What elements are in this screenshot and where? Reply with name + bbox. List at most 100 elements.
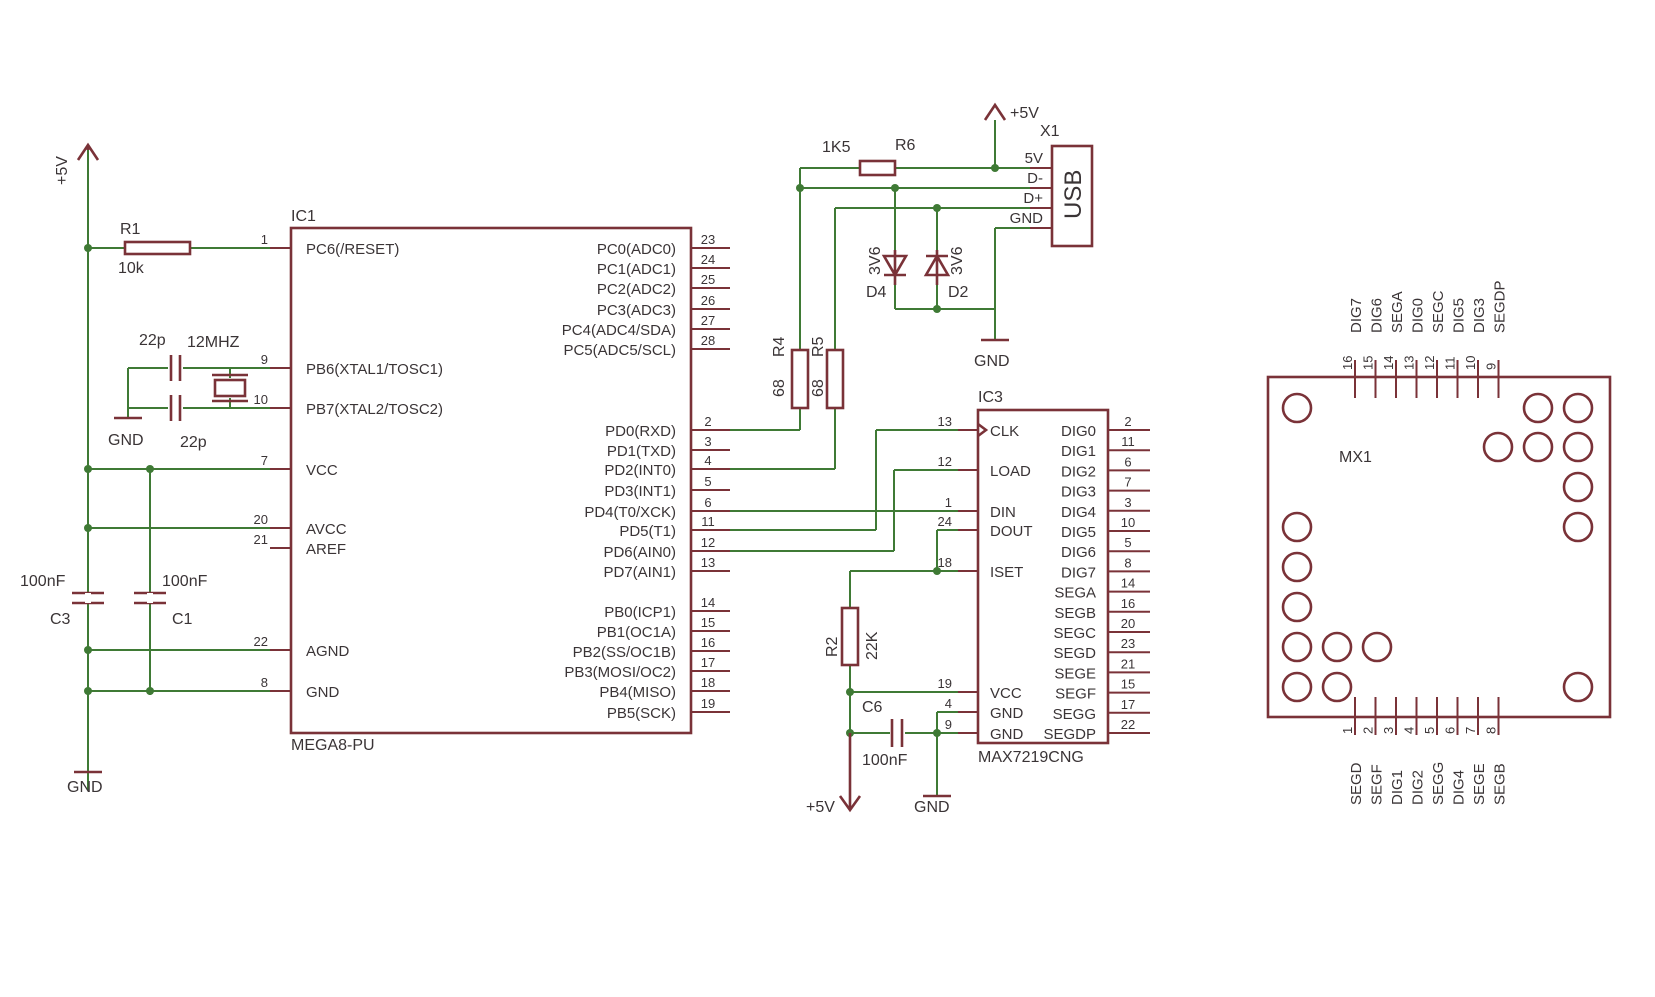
ic1-pin-name: PB3(MOSI/OC2) xyxy=(564,664,676,681)
usb-connector-x1: X1 5V D- D+ GND USB xyxy=(1010,123,1094,248)
resistor-r1: R1 10k xyxy=(118,221,192,277)
mx1-pin-name: SEGDP xyxy=(1492,280,1509,333)
ic1-pin-number: 25 xyxy=(701,272,715,287)
gnd-label-left: GND xyxy=(67,779,103,796)
mx1-pin-name: DIG4 xyxy=(1451,770,1468,805)
mx1-pin-name: SEGC xyxy=(1430,290,1447,333)
mx1-pin-number: 7 xyxy=(1463,727,1478,734)
ic3-pin-number: 17 xyxy=(1121,697,1135,712)
ic1-pin-number: 17 xyxy=(701,655,715,670)
ic1-pin-number: 27 xyxy=(701,313,715,328)
r5-value: 68 xyxy=(810,379,827,397)
ic3-pin-name: GND xyxy=(990,705,1024,722)
mx1-pins: 16DIG715DIG614SEGA13DIG012SEGC11DIG510DI… xyxy=(1340,280,1509,805)
ic3-pin-name: LOAD xyxy=(990,463,1031,480)
mx1-pin-number: 6 xyxy=(1443,727,1458,734)
matrix-mx1: MX1 16DIG715DIG614SEGA13DIG012SEGC11DIG5… xyxy=(1266,280,1612,805)
r6-value: 1K5 xyxy=(822,139,851,156)
d4-name: D4 xyxy=(866,284,887,301)
ic1-pin-name: PD0(RXD) xyxy=(605,423,676,440)
ic3-pin-number: 11 xyxy=(1121,434,1135,449)
d2-name: D2 xyxy=(948,284,969,301)
gnd-label-max: GND xyxy=(914,799,950,816)
ic1-pin-number: 23 xyxy=(701,232,715,247)
ic1-pin-name: PC3(ADC3) xyxy=(597,302,676,319)
mx1-pin-name: SEGD xyxy=(1348,762,1365,805)
mx1-pin-number: 4 xyxy=(1402,727,1417,734)
ic3-pin-name: ISET xyxy=(990,564,1023,581)
mx1-pin-name: SEGA xyxy=(1389,291,1406,333)
ic3-pin-name: DIG5 xyxy=(1061,524,1096,541)
r2-name: R2 xyxy=(824,636,841,657)
mx1-pin-name: SEGE xyxy=(1471,763,1488,805)
ic3-pin-number: 3 xyxy=(1124,495,1131,510)
c6-value: 100nF xyxy=(862,752,908,769)
ic3-pin-number: 13 xyxy=(938,414,952,429)
ic1-pin-number: 11 xyxy=(701,514,715,529)
ic3-pin-name: SEGB xyxy=(1054,605,1096,622)
ic3-pin-number: 21 xyxy=(1121,656,1135,671)
capacitor-c6: C6 100nF xyxy=(862,699,908,769)
ic3-pin-name: DOUT xyxy=(990,523,1033,540)
mx1-pin-number: 2 xyxy=(1361,727,1376,734)
ic3-name: IC3 xyxy=(978,389,1003,406)
ic1-pins: 1PC6(/RESET)9PB6(XTAL1/TOSC1)10PB7(XTAL2… xyxy=(254,232,730,722)
ic1-pin-name: GND xyxy=(306,684,340,701)
diode-d4: 3V6 D4 xyxy=(866,246,909,301)
mx1-pin-name: DIG1 xyxy=(1389,770,1406,805)
ic3-pin-name: SEGD xyxy=(1053,645,1096,662)
mx1-pin-name: DIG2 xyxy=(1410,770,1427,805)
ic1-pin-name: PD2(INT0) xyxy=(604,462,676,479)
ic1-name: IC1 xyxy=(291,208,316,225)
resistor-r6: 1K5 R6 xyxy=(822,137,916,177)
r2-value: 22K xyxy=(864,631,881,660)
gnd-symbol-max: GND xyxy=(914,794,951,816)
ic1-pin-name: PD5(T1) xyxy=(619,523,676,540)
mx1-pin-number: 14 xyxy=(1381,356,1396,370)
cx1-value: 22p xyxy=(139,332,166,349)
cx2-value: 22p xyxy=(180,434,207,451)
ic1-pin-number: 28 xyxy=(701,333,715,348)
ic1-pin-number: 16 xyxy=(701,635,715,650)
usb-pin-5v: 5V xyxy=(1025,150,1043,167)
ic1-pin-number: 20 xyxy=(254,512,268,527)
ic3-pin-name: SEGDP xyxy=(1043,726,1096,743)
ic3-pin-number: 7 xyxy=(1124,475,1131,490)
ic1-pin-name: PD3(INT1) xyxy=(604,483,676,500)
mx1-pin-name: DIG0 xyxy=(1410,298,1427,333)
ic1-pin-number: 6 xyxy=(704,495,711,510)
ic1-pin-number: 10 xyxy=(254,392,268,407)
ic1-pin-name: PC6(/RESET) xyxy=(306,241,399,258)
ic1-pin-name: PC4(ADC4/SDA) xyxy=(562,322,676,339)
gnd-symbol-usb: GND xyxy=(974,338,1010,370)
ic3-pin-number: 23 xyxy=(1121,636,1135,651)
d4-value: 3V6 xyxy=(867,246,884,275)
ic1-pin-name: PD1(TXD) xyxy=(607,443,676,460)
vcc-label-usb: +5V xyxy=(1010,105,1039,122)
mx1-pin-number: 11 xyxy=(1443,357,1458,371)
r5-name: R5 xyxy=(810,336,827,357)
r1-name: R1 xyxy=(120,221,141,238)
mx1-pin-name: SEGF xyxy=(1369,764,1386,805)
usb-body-label: USB xyxy=(1060,170,1087,219)
ic1-pin-number: 19 xyxy=(701,696,715,711)
ic3-pin-number: 24 xyxy=(938,514,952,529)
gnd-label-crystal: GND xyxy=(108,432,144,449)
wires xyxy=(87,120,1052,796)
capacitor-c1: 100nF C1 xyxy=(134,573,208,628)
ic1-pin-number: 3 xyxy=(704,434,711,449)
diode-d2: 3V6 D2 xyxy=(923,246,969,301)
r4-value: 68 xyxy=(771,379,788,397)
c6-name: C6 xyxy=(862,699,883,716)
c1-value: 100nF xyxy=(162,573,208,590)
mx1-pin-number: 10 xyxy=(1463,356,1478,370)
ic1-pin-name: PC0(ADC0) xyxy=(597,241,676,258)
mx1-name: MX1 xyxy=(1339,449,1372,466)
ic3-value: MAX7219CNG xyxy=(978,749,1084,766)
usb-pin-gnd: GND xyxy=(1010,210,1044,227)
ic3-pin-number: 10 xyxy=(1121,515,1135,530)
mx1-pin-number: 3 xyxy=(1381,727,1396,734)
ic1-pin-number: 1 xyxy=(261,232,268,247)
ic1-pin-name: PD6(AIN0) xyxy=(603,544,676,561)
ic1-pin-number: 13 xyxy=(701,555,715,570)
